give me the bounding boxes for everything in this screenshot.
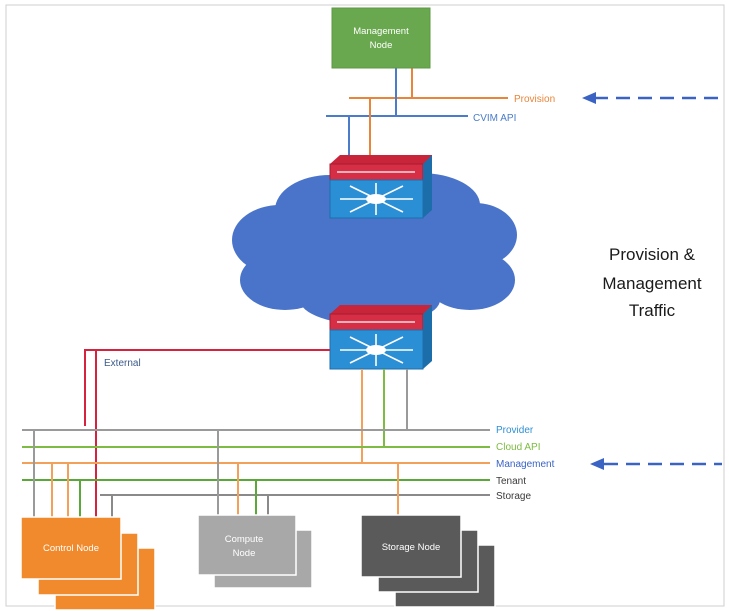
compute-node-label-2: Node: [233, 548, 256, 559]
provision-label: Provision: [514, 94, 555, 105]
diagram-frame: [5, 4, 725, 607]
storage-label: Storage: [496, 491, 531, 502]
title-line-2: Management: [602, 274, 702, 293]
arrow-head-icon: [590, 458, 604, 470]
cvim-api-label: CVIM API: [473, 113, 516, 124]
external-line: [84, 349, 330, 426]
title-line-3: Traffic: [629, 301, 676, 320]
top-switch-icon: [329, 155, 432, 219]
title-line-1: Provision &: [609, 245, 696, 264]
bottom-switch-icon: [329, 305, 432, 370]
arrow-head-icon: [582, 92, 596, 104]
storage-node-label: Storage Node: [382, 542, 441, 553]
control-node-label: Control Node: [43, 543, 99, 554]
management-node-label-2: Node: [370, 40, 393, 51]
management-node-label-1: Management: [353, 26, 409, 37]
tenant-label: Tenant: [496, 476, 526, 487]
compute-node-label-1: Compute: [225, 534, 264, 545]
management-arrow: [590, 458, 722, 470]
external-label: External: [104, 358, 141, 369]
management-label: Management: [496, 459, 555, 470]
management-node: Management Node: [331, 7, 431, 69]
cloud-api-label: Cloud API: [496, 442, 540, 453]
provision-arrow: [582, 92, 722, 104]
storage-node-stack: Storage Node: [360, 514, 496, 608]
control-node-stack: Control Node: [20, 516, 156, 611]
provider-label: Provider: [496, 425, 534, 436]
compute-node-stack: Compute Node: [197, 514, 313, 589]
